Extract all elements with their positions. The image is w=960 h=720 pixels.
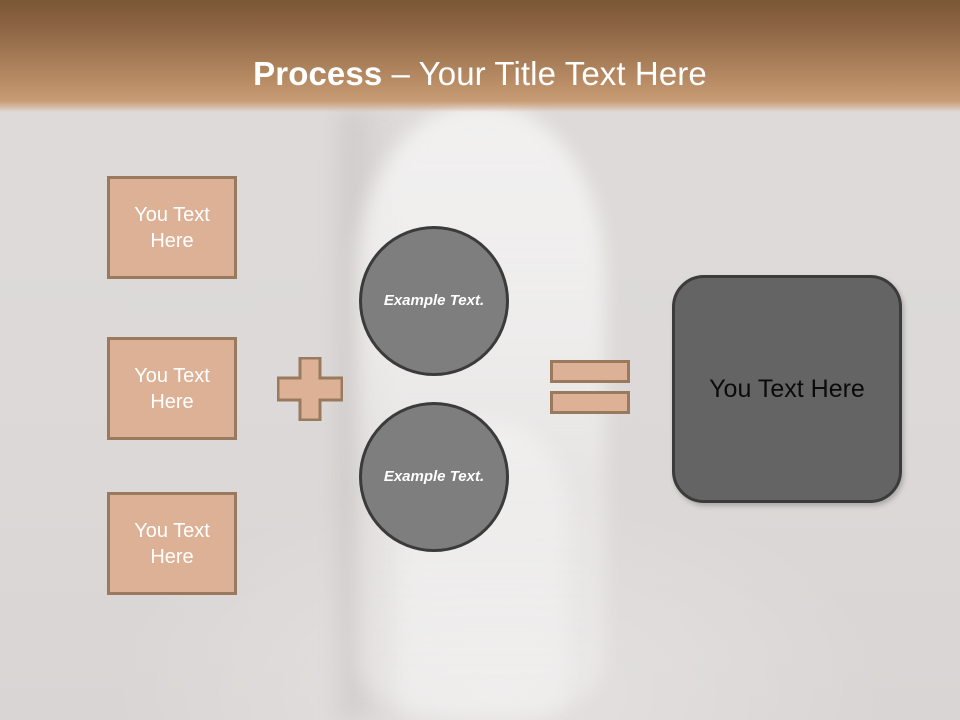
process-circle-1-label: Example Text.: [383, 292, 485, 309]
plus-sign-icon: [277, 357, 343, 421]
input-box-1[interactable]: You Text Here: [107, 176, 237, 279]
equals-bar-bottom: [550, 391, 630, 414]
equals-sign-icon: [550, 360, 630, 414]
input-box-2[interactable]: You Text Here: [107, 337, 237, 440]
input-box-3[interactable]: You Text Here: [107, 492, 237, 595]
page-title: Process – Your Title Text Here: [0, 54, 960, 94]
input-box-2-label: You Text Here: [134, 364, 210, 413]
process-circle-2[interactable]: Example Text.: [359, 402, 509, 552]
result-box[interactable]: You Text Here: [672, 275, 902, 503]
page-title-rest: – Your Title Text Here: [382, 55, 707, 92]
result-box-label: You Text Here: [709, 374, 865, 403]
title-band: [0, 0, 960, 112]
equals-bar-top: [550, 360, 630, 383]
process-circle-2-label: Example Text.: [383, 468, 485, 485]
input-box-1-label: You Text Here: [134, 203, 210, 252]
input-box-3-label: You Text Here: [134, 519, 210, 568]
page-title-bold: Process: [253, 55, 383, 92]
process-circle-1[interactable]: Example Text.: [359, 226, 509, 376]
